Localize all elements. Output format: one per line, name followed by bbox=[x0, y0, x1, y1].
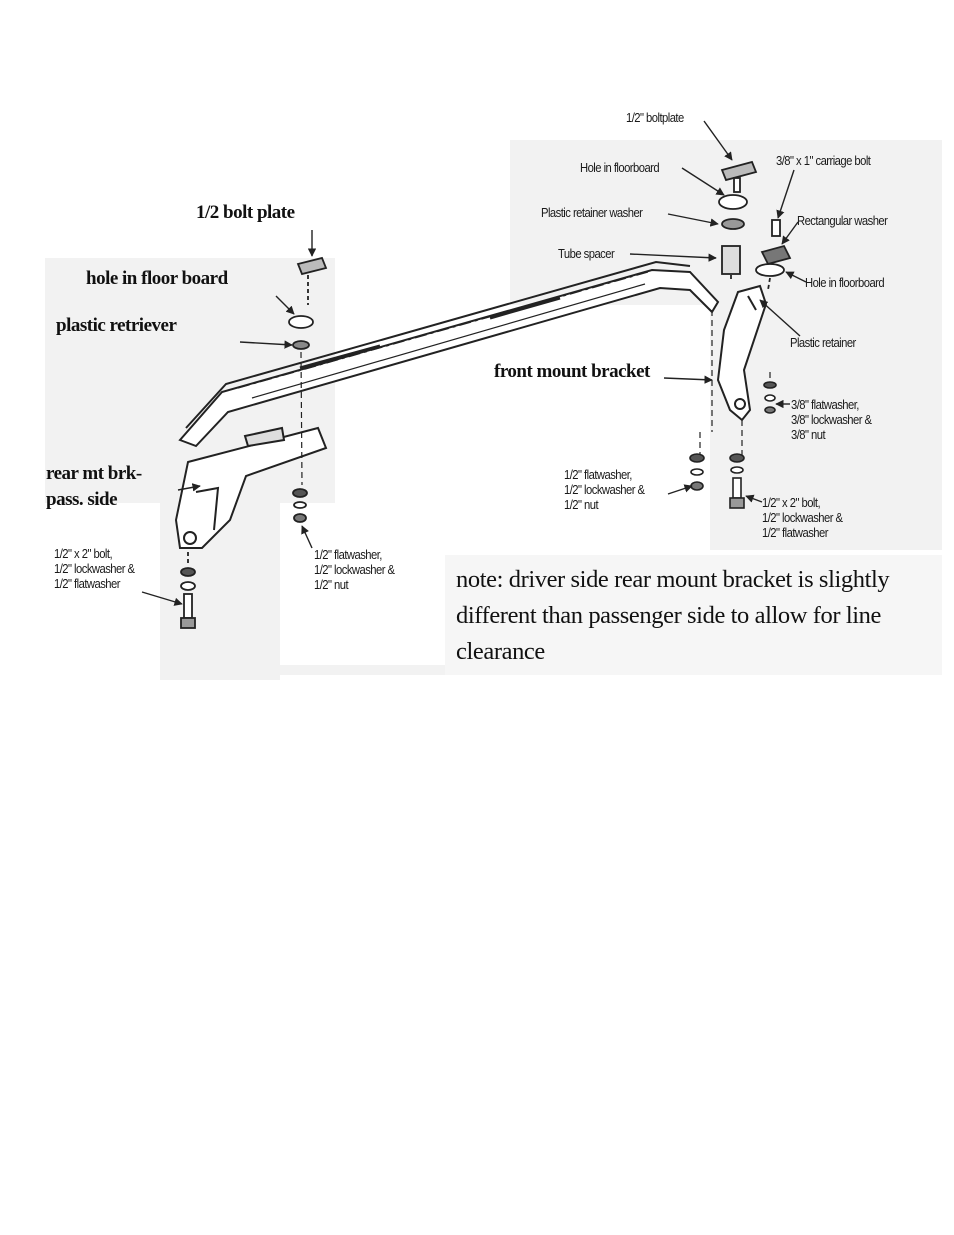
right-38-nut-stack bbox=[763, 381, 777, 414]
label-right-boltplate: 1/2" boltplate bbox=[626, 111, 684, 125]
label-line: 1/2" flatwasher, bbox=[314, 548, 382, 562]
label-line: 1/2" x 2" bolt, bbox=[54, 547, 113, 561]
note-line: different than passenger side to allow f… bbox=[456, 602, 882, 629]
note-text: note: driver side rear mount bracket is … bbox=[456, 562, 944, 670]
label-line: 3/8" nut bbox=[791, 428, 826, 442]
label-line: 1/2" lockwasher & bbox=[762, 511, 843, 525]
left-nut-stack bbox=[292, 488, 308, 523]
running-board-exploded-diagram bbox=[45, 120, 942, 680]
label-line: 3/8" lockwasher & bbox=[791, 413, 872, 427]
scan-background bbox=[45, 140, 942, 680]
label-line: 1/2" flatwasher, bbox=[564, 468, 632, 482]
label-left-hole-floor-board: hole in floor board bbox=[86, 268, 228, 289]
right-nut-stack bbox=[689, 453, 705, 491]
label-right-tube-spacer: Tube spacer bbox=[558, 247, 615, 261]
label-line: pass. side bbox=[46, 489, 118, 510]
leader-arrows bbox=[141, 120, 807, 606]
right-top-fasteners bbox=[718, 160, 758, 282]
label-right-bolt-stack: 1/2" x 2" bolt, 1/2" lockwasher & 1/2" f… bbox=[762, 496, 843, 541]
label-line: 1/2" lockwasher & bbox=[564, 483, 645, 497]
label-right-38-stack: 3/8" flatwasher, 3/8" lockwasher & 3/8" … bbox=[791, 398, 872, 443]
note-line: clearance bbox=[456, 638, 545, 665]
label-line: 1/2" x 2" bolt, bbox=[762, 496, 821, 510]
label-line: 1/2" nut bbox=[564, 498, 599, 512]
right-carriage-bolt-assembly bbox=[755, 219, 792, 291]
label-left-bolt-plate: 1/2 bolt plate bbox=[196, 202, 295, 223]
label-line: 1/2" flatwasher bbox=[54, 577, 120, 591]
label-line: 3/8" flatwasher, bbox=[791, 398, 859, 412]
label-right-nut-stack: 1/2" flatwasher, 1/2" lockwasher & 1/2" … bbox=[564, 468, 645, 513]
label-left-nut-stack: 1/2" flatwasher, 1/2" lockwasher & 1/2" … bbox=[314, 548, 395, 593]
label-rear-mount-bracket: rear mt brk- pass. side bbox=[46, 461, 142, 513]
label-right-hole-floorboard: Hole in floorboard bbox=[580, 161, 660, 175]
label-right-hole-floorboard-2: Hole in floorboard bbox=[805, 276, 885, 290]
label-right-rectangular-washer: Rectangular washer bbox=[797, 214, 888, 228]
left-top-fasteners bbox=[288, 256, 328, 486]
label-line: 1/2" flatwasher bbox=[762, 526, 828, 540]
label-left-bolt-stack: 1/2" x 2" bolt, 1/2" lockwasher & 1/2" f… bbox=[54, 547, 135, 592]
label-line: 1/2" nut bbox=[314, 578, 349, 592]
front-mount-bracket bbox=[716, 284, 768, 422]
note-line: note: driver side rear mount bracket is … bbox=[456, 566, 890, 593]
label-left-plastic-retriever: plastic retriever bbox=[56, 315, 177, 336]
label-right-plastic-retainer: Plastic retainer bbox=[790, 336, 856, 350]
label-front-mount-bracket: front mount bracket bbox=[494, 361, 650, 382]
rear-mount-bracket bbox=[174, 426, 328, 549]
label-right-plastic-retainer-washer: Plastic retainer washer bbox=[541, 206, 643, 220]
label-line: 1/2" lockwasher & bbox=[54, 562, 135, 576]
right-bolt-stack bbox=[729, 453, 745, 509]
label-line: 1/2" lockwasher & bbox=[314, 563, 395, 577]
label-right-carriage-bolt: 3/8" x 1" carriage bolt bbox=[776, 154, 871, 168]
label-line: rear mt brk- bbox=[46, 463, 142, 484]
left-bolt-stack bbox=[180, 552, 196, 629]
